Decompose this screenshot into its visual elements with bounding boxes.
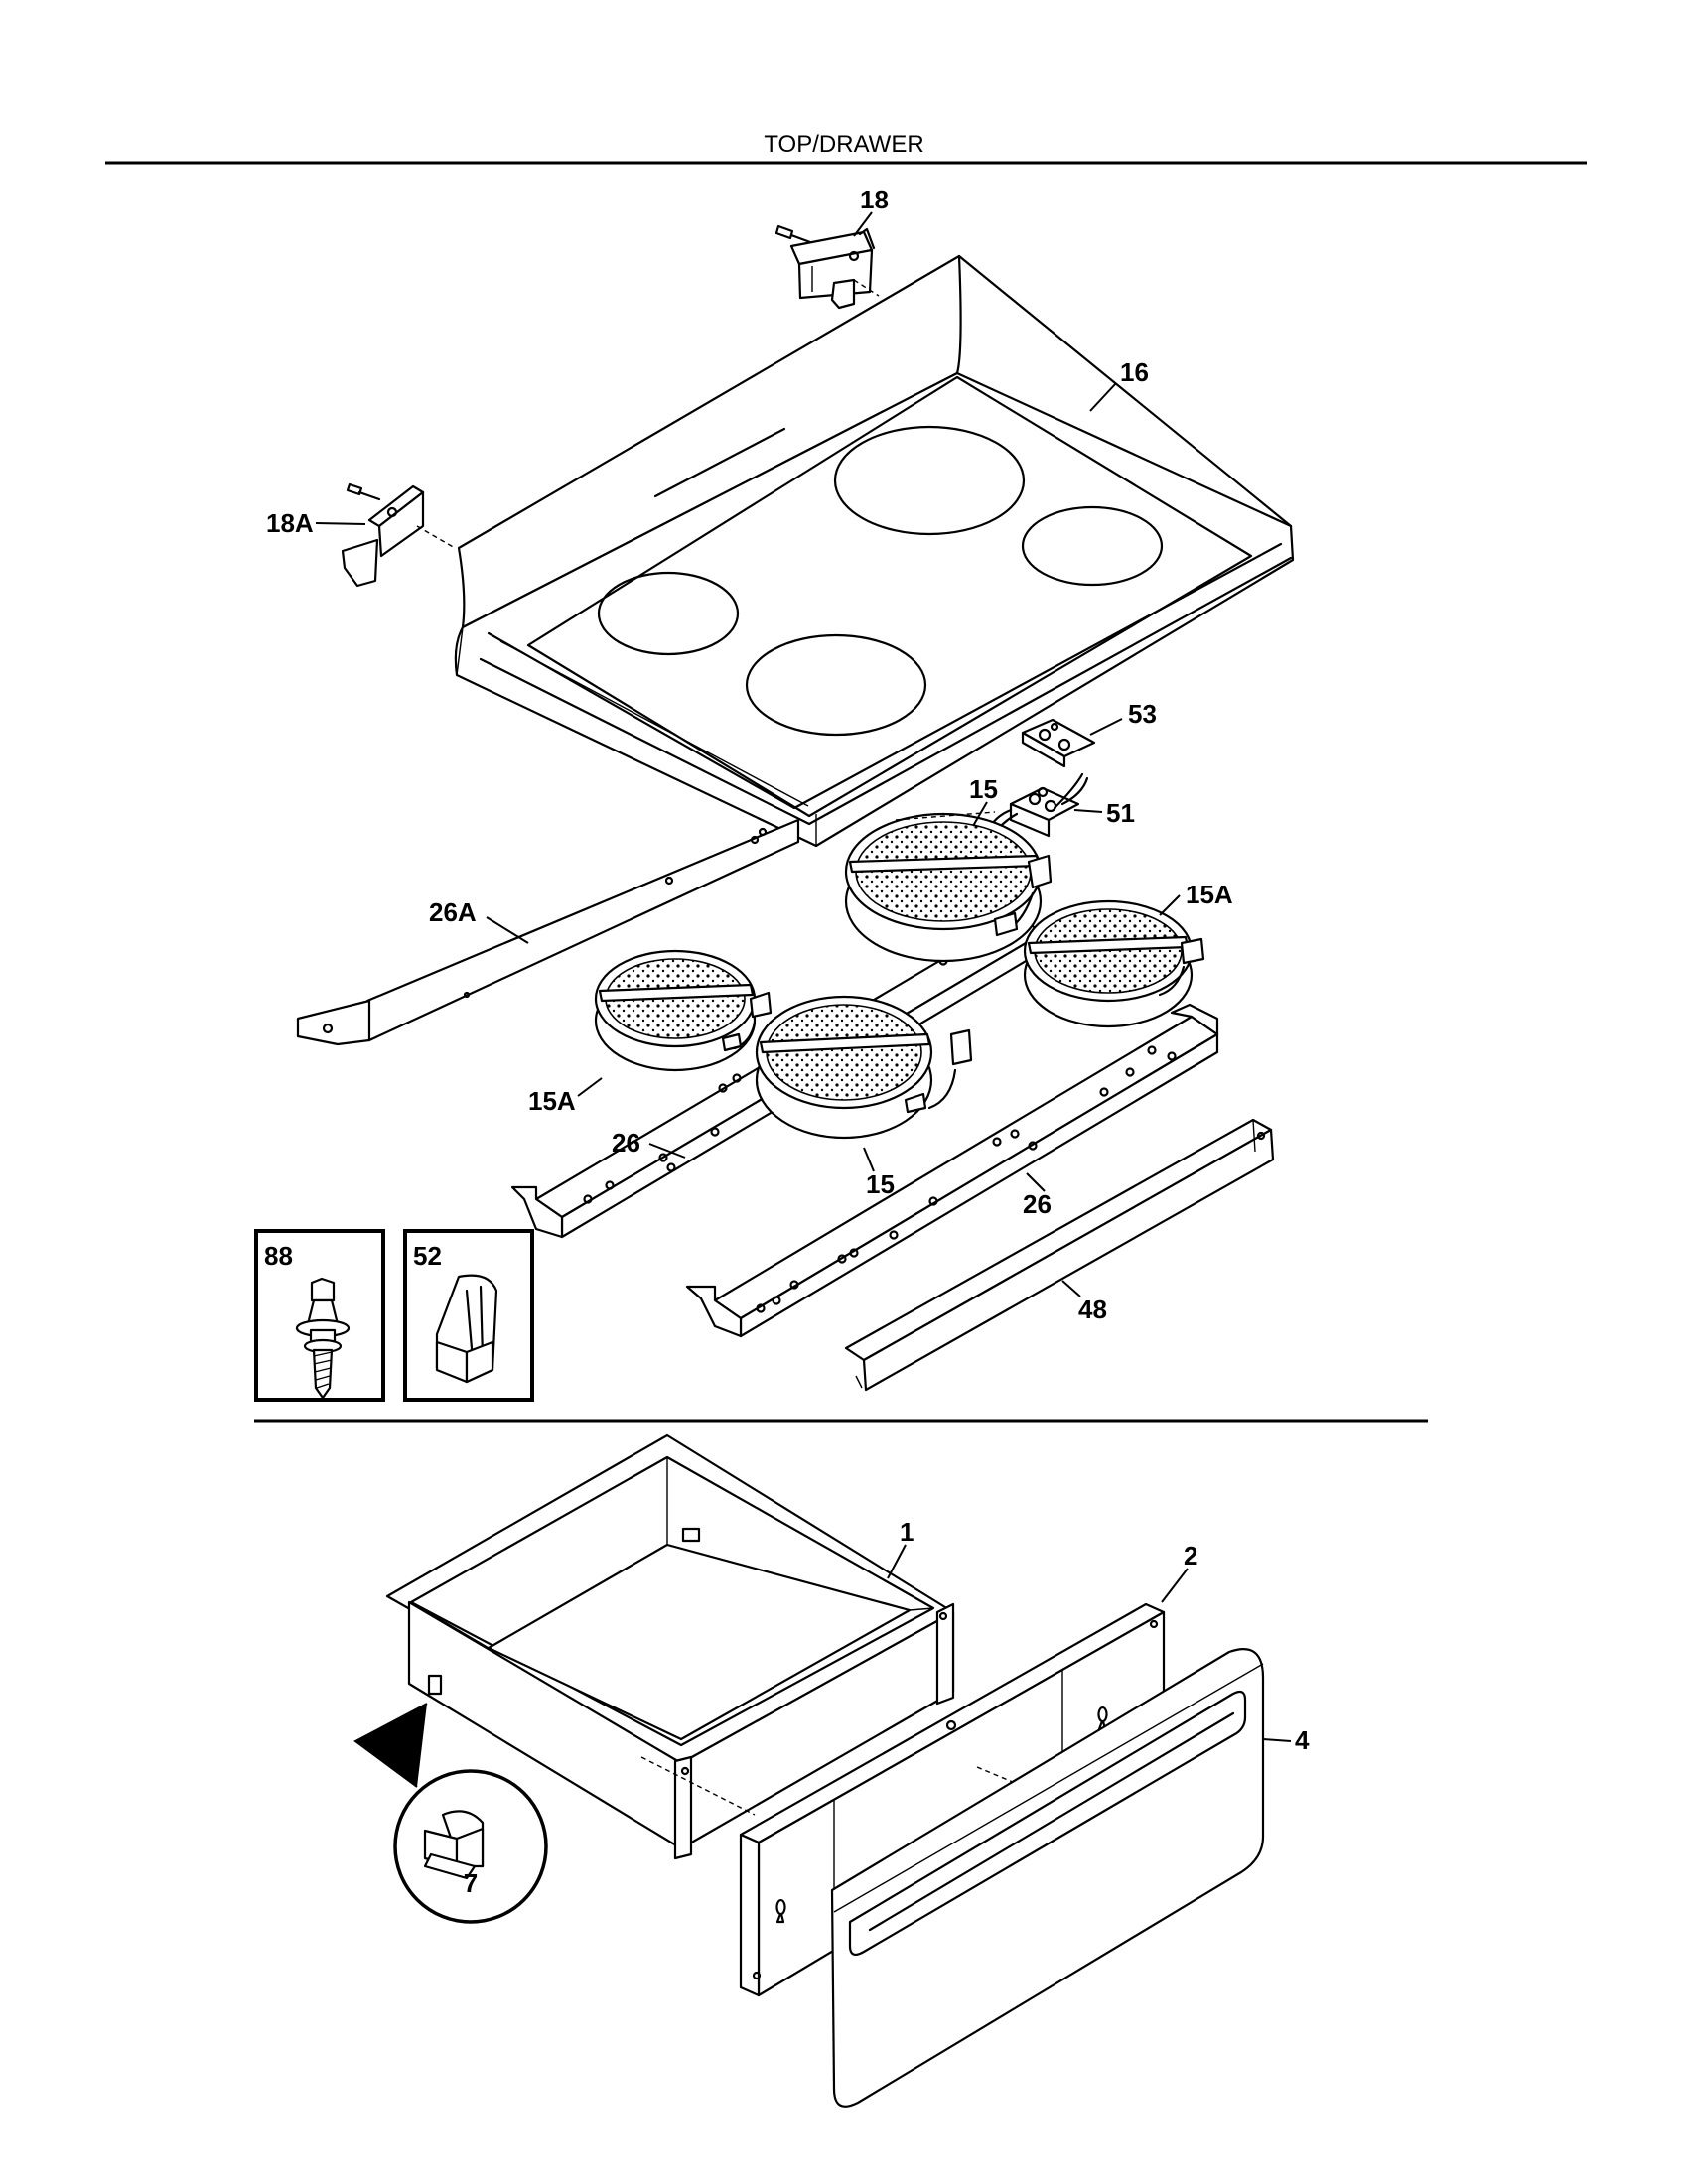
drawer-face-4 <box>830 1648 1265 2108</box>
callout-1: 1 <box>900 1517 914 1547</box>
page-title: TOP/DRAWER <box>764 131 923 158</box>
screw-18a <box>346 482 456 549</box>
screw-18 <box>774 224 880 297</box>
callout-51: 51 <box>1106 798 1135 828</box>
rear-bracket-18a <box>341 484 425 588</box>
drawer-body-1 <box>385 1433 955 1860</box>
element-15a-right <box>1023 899 1205 1028</box>
callout-16: 16 <box>1120 357 1149 387</box>
inset-88-label: 88 <box>264 1241 293 1271</box>
cooktop-16 <box>454 254 1295 848</box>
callout-15a-left: 15A <box>528 1086 576 1116</box>
inset-52-label: 52 <box>413 1241 442 1271</box>
shield-48 <box>844 1118 1275 1392</box>
callout-labels: 18 18A 16 53 15 51 15A 26A 15A 26 15 26 … <box>264 185 1310 1898</box>
drawer-leaders <box>887 1544 1292 1742</box>
callout-26-left: 26 <box>612 1128 640 1158</box>
bracket-26a <box>296 818 800 1046</box>
callout-15-top: 15 <box>969 774 998 804</box>
inset-52-clip <box>403 1229 534 1402</box>
drawer-clip-7 <box>353 1703 548 1924</box>
inset-88-bolt <box>254 1229 385 1402</box>
bracket-53 <box>1021 718 1096 768</box>
callout-26-right: 26 <box>1023 1189 1052 1219</box>
callout-18: 18 <box>860 185 889 214</box>
callout-15-bottom: 15 <box>866 1169 895 1199</box>
callout-15a-right: 15A <box>1186 880 1233 909</box>
callout-53: 53 <box>1128 699 1157 729</box>
element-15a-left <box>594 949 773 1072</box>
callout-26a: 26A <box>429 897 477 927</box>
bracket-26-right <box>685 1003 1219 1338</box>
rear-bracket-18 <box>789 227 876 310</box>
callout-2: 2 <box>1184 1541 1197 1570</box>
callout-4: 4 <box>1295 1725 1310 1755</box>
element-15-bottom <box>755 995 973 1140</box>
element-15-top <box>844 811 1053 963</box>
callout-7: 7 <box>464 1868 478 1898</box>
callout-18a: 18A <box>266 508 314 538</box>
top-leaders <box>315 211 1181 1297</box>
callout-48: 48 <box>1078 1295 1107 1324</box>
